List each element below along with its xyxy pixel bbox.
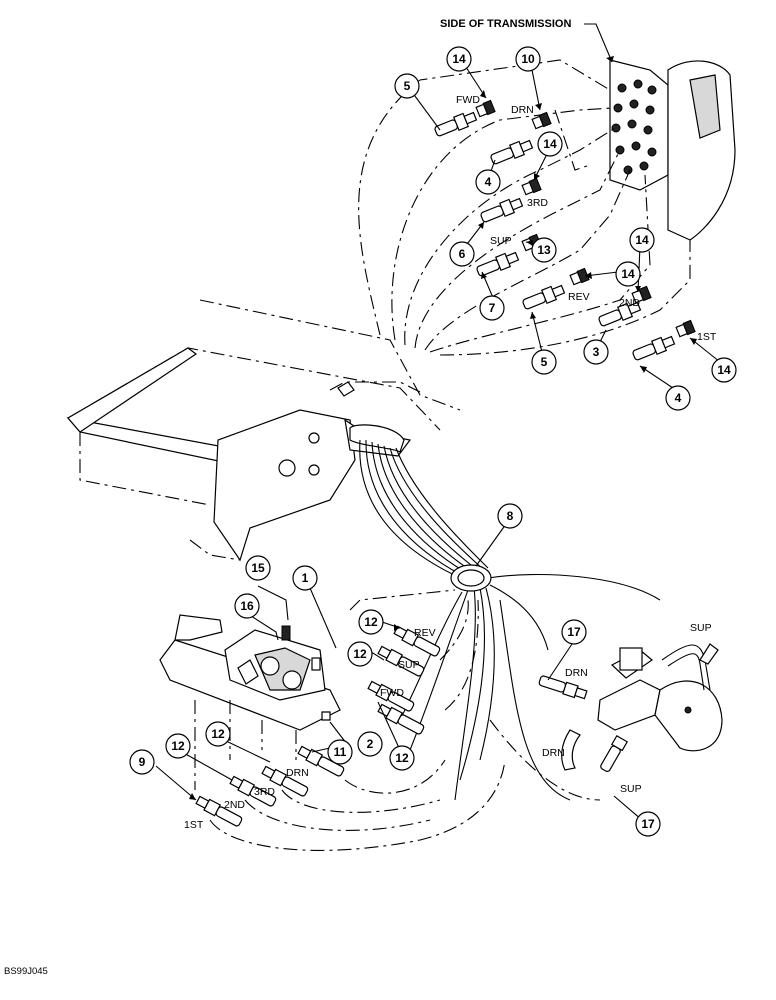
callout-14: 14 <box>629 227 655 253</box>
svg-text:6: 6 <box>459 247 466 261</box>
lower-hose-fittings <box>195 625 441 827</box>
transmission-side-label: SIDE OF TRANSMISSION <box>440 18 571 30</box>
port-label-sup-lower: SUP <box>398 659 420 671</box>
port-label-3rd-upper: 3RD <box>527 197 548 209</box>
svg-text:15: 15 <box>251 561 265 575</box>
svg-text:3: 3 <box>593 345 600 359</box>
figure-reference: BS99J045 <box>4 966 48 977</box>
svg-text:14: 14 <box>543 137 557 151</box>
port-label-sup-upper: SUP <box>490 235 512 247</box>
svg-text:5: 5 <box>404 79 411 93</box>
callout-12: 12 <box>165 733 191 759</box>
callout-14: 14 <box>615 261 641 287</box>
callout-3: 3 <box>583 339 609 365</box>
port-label-2nd-upper: 2ND <box>619 297 640 309</box>
frame-sheet-metal <box>66 299 461 562</box>
callout-12: 12 <box>358 609 384 635</box>
svg-text:12: 12 <box>353 647 367 661</box>
callout-17: 17 <box>635 811 661 837</box>
port-label-2nd-lower: 2ND <box>224 799 245 811</box>
callout-4: 4 <box>475 169 501 195</box>
lower-dashed-hose-routes <box>209 589 506 851</box>
callout-14: 14 <box>446 46 472 72</box>
callout-11: 11 <box>327 739 353 765</box>
port-label-fwd-lower: FWD <box>380 687 404 699</box>
svg-text:14: 14 <box>621 267 635 281</box>
svg-text:10: 10 <box>521 52 535 66</box>
callout-10: 10 <box>515 46 541 72</box>
svg-text:12: 12 <box>211 727 225 741</box>
svg-text:8: 8 <box>507 509 514 523</box>
svg-text:1: 1 <box>302 571 309 585</box>
svg-text:14: 14 <box>635 233 649 247</box>
port-label-drn-upper: DRN <box>511 104 534 116</box>
port-label-1st-upper: 1ST <box>697 331 717 343</box>
callout-15: 15 <box>245 555 271 581</box>
solenoid-valve <box>597 647 723 752</box>
svg-text:2: 2 <box>367 737 374 751</box>
callout-6: 6 <box>449 241 475 267</box>
svg-text:14: 14 <box>717 363 731 377</box>
svg-text:5: 5 <box>541 355 548 369</box>
svg-text:9: 9 <box>139 755 146 769</box>
callout-8: 8 <box>497 503 523 529</box>
callout-7: 7 <box>479 295 505 321</box>
callout-4: 4 <box>665 385 691 411</box>
port-label-sup-solenoid-bottom: SUP <box>620 783 642 795</box>
upper-hose-fittings <box>434 99 696 361</box>
svg-text:13: 13 <box>537 243 551 257</box>
solenoid-fittings <box>538 643 719 773</box>
svg-text:12: 12 <box>364 615 378 629</box>
callout-5: 5 <box>531 349 557 375</box>
port-label-sup-solenoid-top: SUP <box>690 622 712 634</box>
port-label-rev-lower: REV <box>414 627 436 639</box>
port-label-drn-solenoid-top: DRN <box>565 667 588 679</box>
svg-text:12: 12 <box>395 751 409 765</box>
grommet <box>450 564 492 592</box>
callout-14: 14 <box>537 131 563 157</box>
svg-text:16: 16 <box>240 599 254 613</box>
upper-dashed-hose-routes <box>358 59 691 356</box>
callout-17: 17 <box>561 619 587 645</box>
svg-text:7: 7 <box>489 301 496 315</box>
control-valve <box>159 614 341 731</box>
callout-12: 12 <box>347 641 373 667</box>
callout-5: 5 <box>394 73 420 99</box>
port-label-3rd-lower: 3RD <box>254 786 275 798</box>
port-label-fwd-upper: FWD <box>456 94 480 106</box>
callout-2: 2 <box>357 731 383 757</box>
port-label-rev-upper: REV <box>568 291 590 303</box>
svg-text:11: 11 <box>334 745 347 759</box>
svg-text:17: 17 <box>567 625 581 639</box>
callout-16: 16 <box>234 593 260 619</box>
callout-12: 12 <box>389 745 415 771</box>
svg-text:4: 4 <box>675 391 682 405</box>
callout-14: 14 <box>711 357 737 383</box>
port-label-1st-lower: 1ST <box>184 819 204 831</box>
callout-1: 1 <box>292 565 318 591</box>
transmission-housing <box>609 59 736 241</box>
port-label-drn-solenoid-bottom: DRN <box>542 747 565 759</box>
solenoid-return-line <box>489 719 601 801</box>
svg-text:17: 17 <box>641 817 655 831</box>
callout-9: 9 <box>129 749 155 775</box>
svg-text:14: 14 <box>452 52 466 66</box>
callout-12: 12 <box>205 721 231 747</box>
port-labels: FWD DRN 3RD SUP REV 2ND 1ST REV SUP FWD … <box>184 94 717 831</box>
callout-13: 13 <box>531 237 557 263</box>
svg-text:4: 4 <box>485 175 492 189</box>
transmission-label-leader <box>584 23 613 63</box>
port-label-drn-lower: DRN <box>286 767 309 779</box>
svg-text:12: 12 <box>171 739 185 753</box>
callouts: 5 14 10 4 14 6 13 7 14 14 5 3 4 14 8 15 … <box>129 46 737 837</box>
